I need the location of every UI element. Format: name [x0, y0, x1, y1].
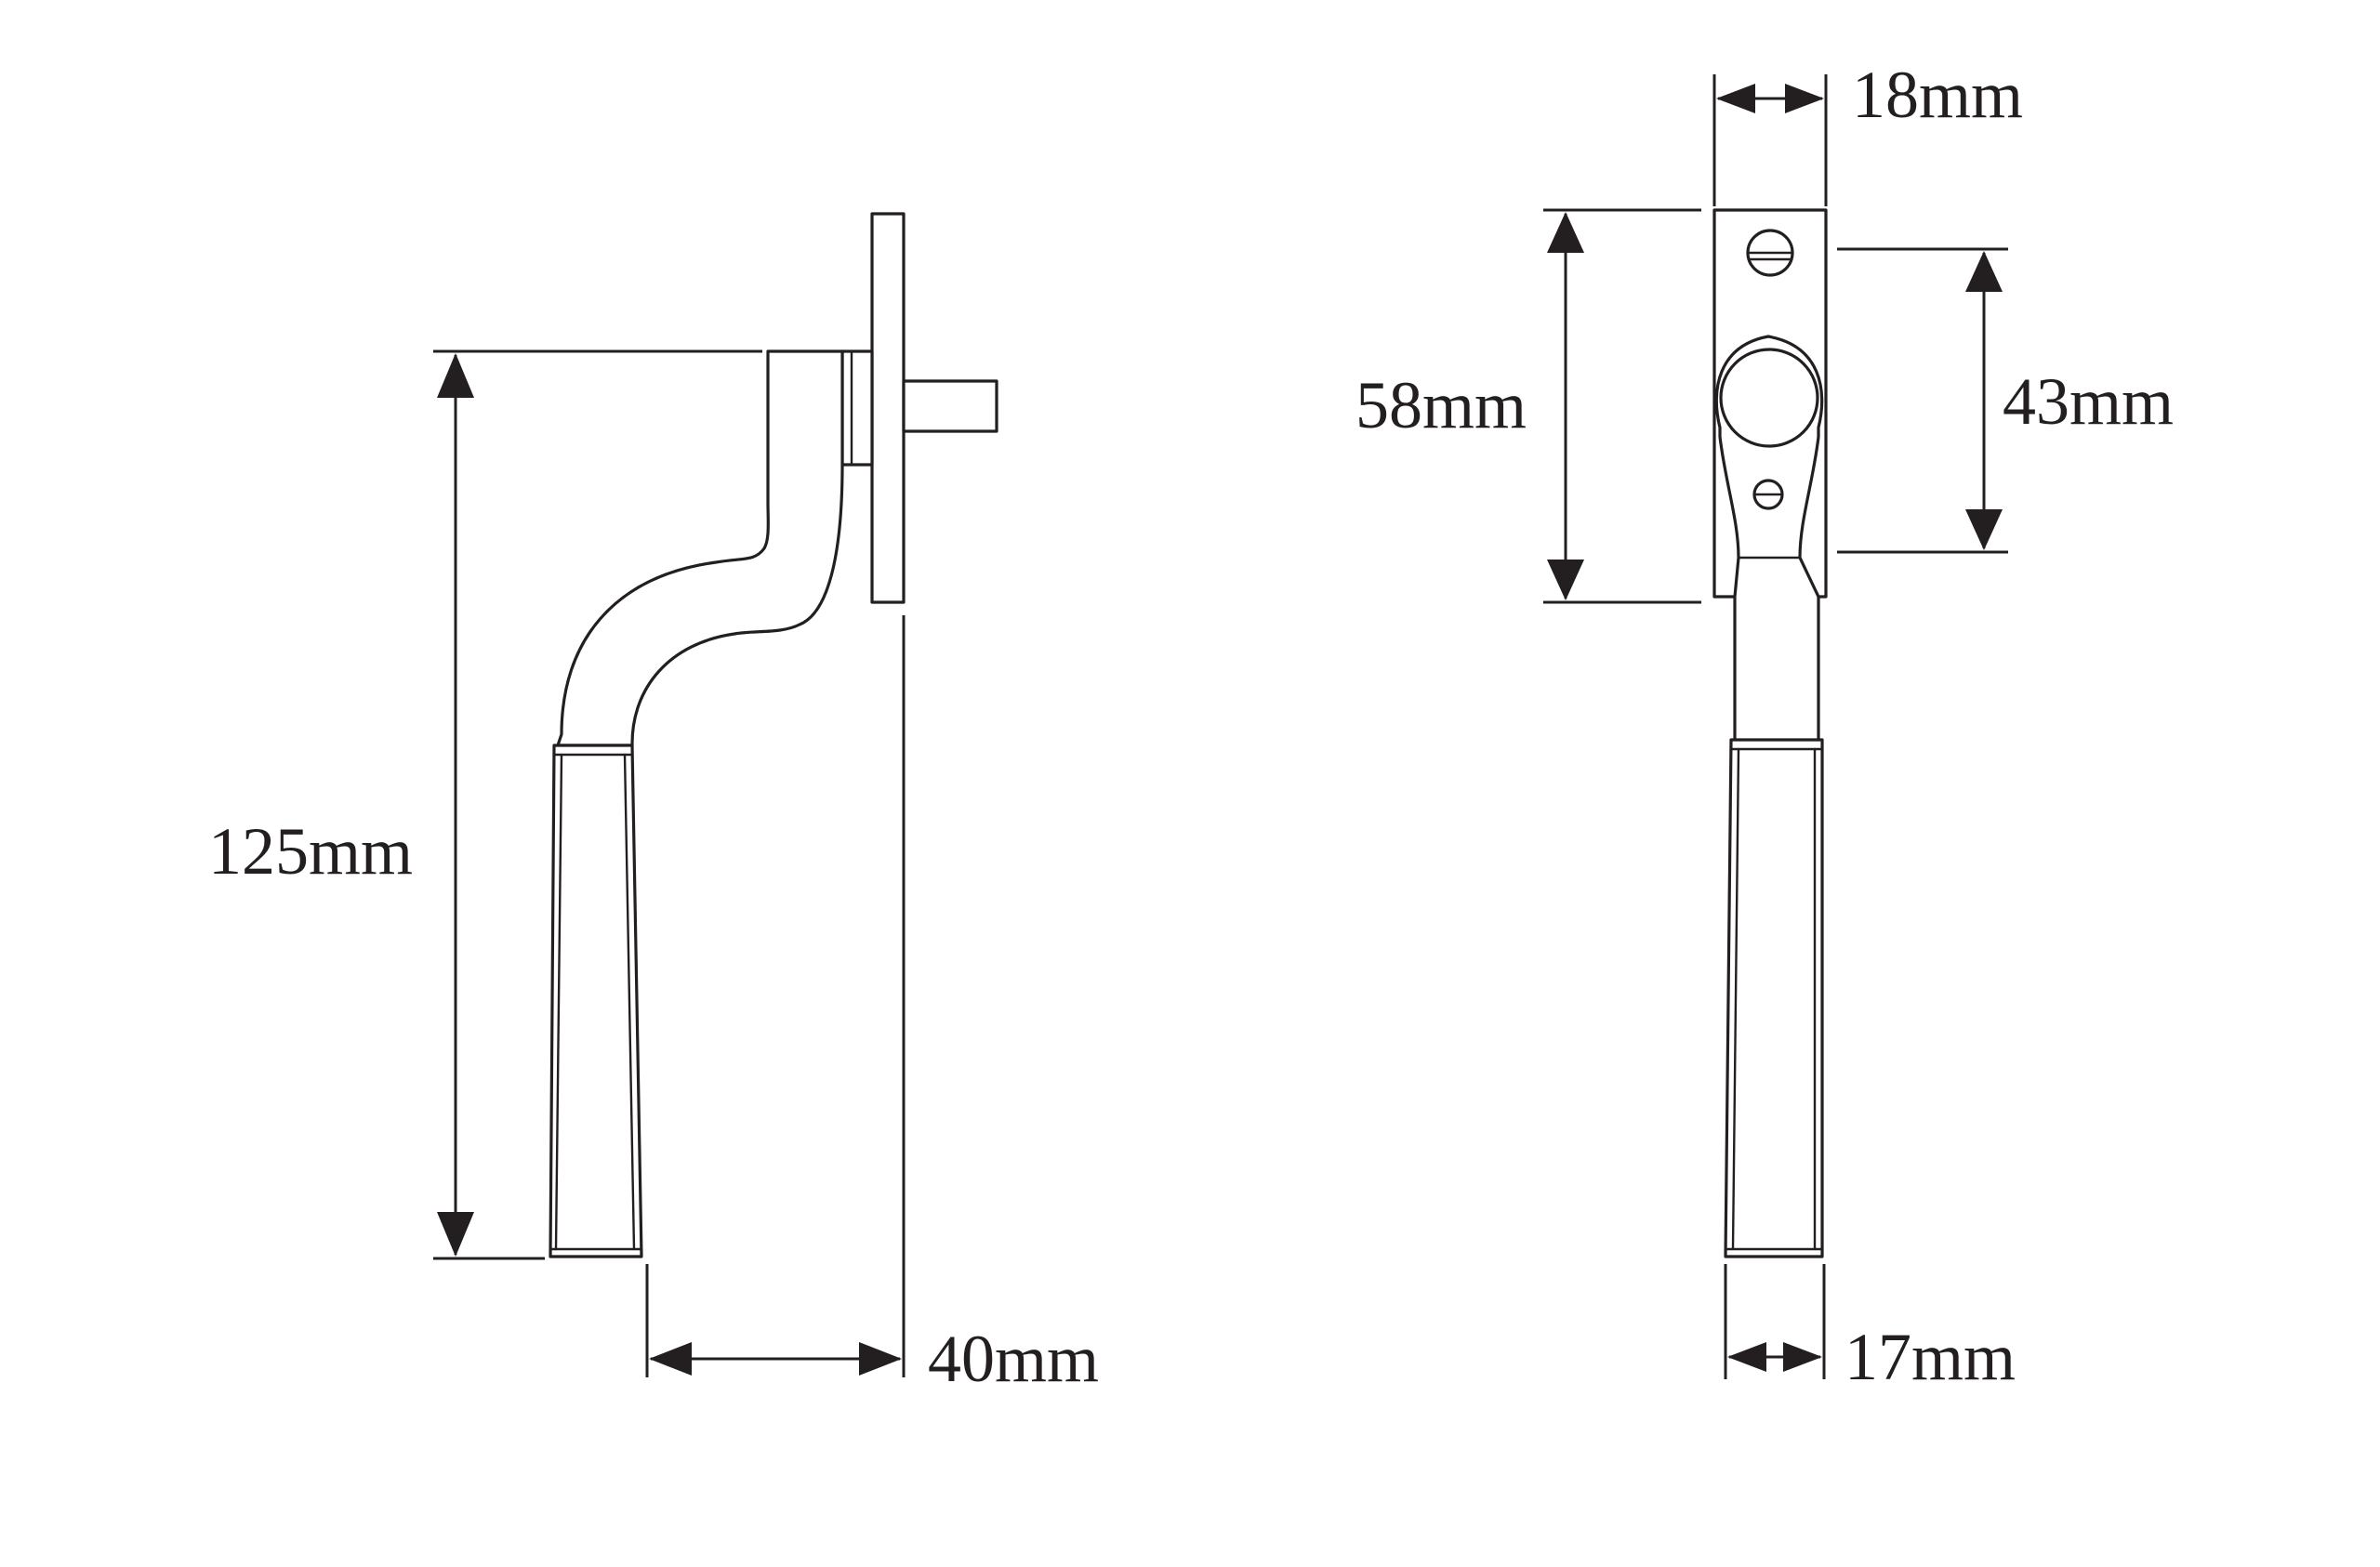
grip-width-label: 17mm: [1844, 1320, 2016, 1394]
front-dimension-58: 58mm: [1355, 208, 1701, 604]
side-grip: [549, 744, 643, 1258]
side-backplate: [870, 212, 906, 604]
front-grip: [1724, 738, 1824, 1258]
side-dimension-125: 125mm: [208, 349, 762, 1260]
side-height-label: 125mm: [208, 814, 413, 889]
front-view: [1712, 208, 1828, 1258]
side-spindle: [902, 379, 998, 433]
front-dimension-43: 43mm: [1837, 247, 2174, 554]
front-dimension-18: 18mm: [1712, 58, 2023, 206]
top-screw-icon: [1746, 229, 1794, 277]
plate-width-label: 18mm: [1852, 58, 2023, 132]
side-view: [549, 212, 998, 1258]
side-dimension-40: 40mm: [645, 615, 1099, 1396]
screw-centres-label: 43mm: [2003, 364, 2174, 439]
side-collar: [840, 349, 874, 467]
side-projection-label: 40mm: [928, 1322, 1099, 1396]
front-dimension-17: 17mm: [1724, 1264, 2016, 1394]
side-arm: [556, 349, 844, 747]
plate-height-label: 58mm: [1355, 368, 1527, 442]
bottom-screw-icon: [1752, 479, 1784, 510]
